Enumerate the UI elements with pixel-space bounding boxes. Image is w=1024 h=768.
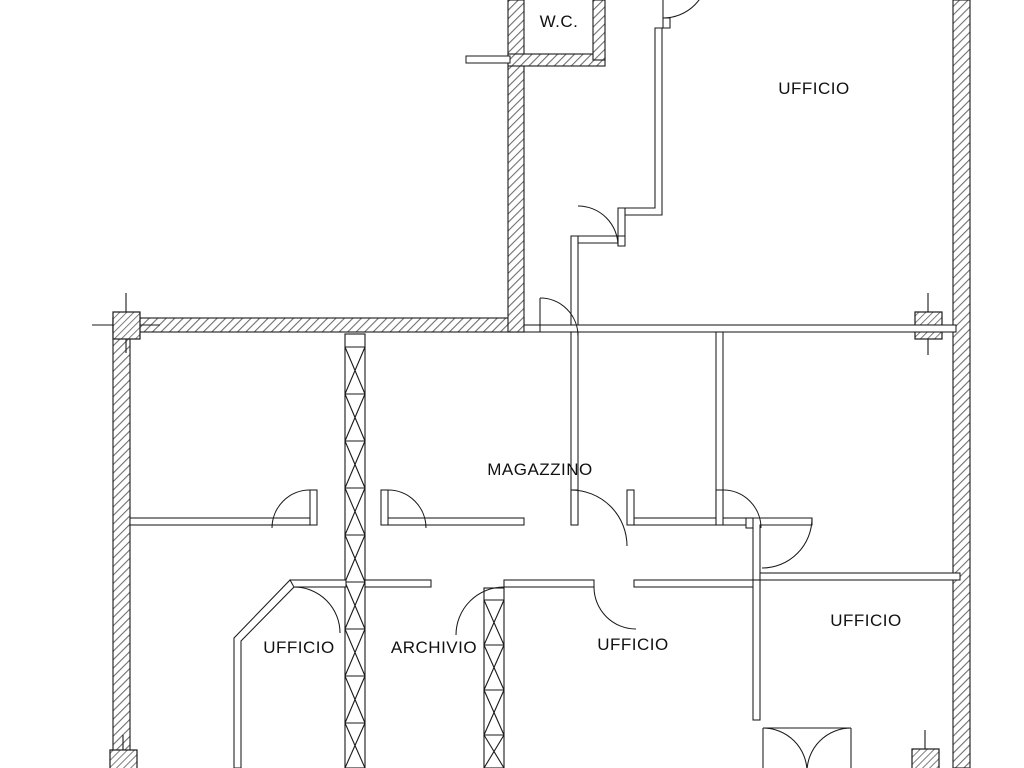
doors bbox=[271, 0, 852, 768]
door-jambs-mid bbox=[309, 489, 724, 526]
door-bottom-left-ufficio bbox=[293, 586, 341, 634]
room-label-wc: W.C. bbox=[540, 12, 579, 31]
door-double-bottom-right bbox=[762, 727, 852, 768]
door-upper-right bbox=[577, 205, 619, 247]
wall-bottom-center-right bbox=[752, 579, 761, 721]
column-bottom-right bbox=[911, 730, 940, 768]
wall-wc-enclosure bbox=[465, 0, 606, 67]
brace-wall-b bbox=[483, 587, 505, 768]
door-magazzino-bottom bbox=[570, 489, 628, 547]
wall-bottom-band bbox=[289, 579, 761, 588]
door-right-step bbox=[761, 517, 813, 569]
wall-left-room-bottom bbox=[129, 517, 311, 526]
door-room-left-a bbox=[271, 489, 311, 529]
wall-wc-spine bbox=[507, 0, 525, 333]
wall-main-horizontal bbox=[112, 317, 525, 333]
wall-magazzino-bottom-right bbox=[633, 517, 754, 526]
wall-mid-room-bottom bbox=[387, 517, 525, 526]
door-room-right-mid bbox=[722, 489, 762, 529]
column-bottom-left bbox=[109, 735, 138, 768]
room-label-ufficio-bottom-right: UFFICIO bbox=[830, 611, 902, 630]
room-labels: W.C. UFFICIO MAGAZZINO UFFICIO ARCHIVIO … bbox=[263, 12, 902, 657]
column-top-left bbox=[92, 293, 160, 353]
wall-left-exterior bbox=[112, 317, 131, 768]
thin-partition-walls bbox=[129, 17, 961, 768]
room-label-ufficio-bottom-left: UFFICIO bbox=[263, 638, 335, 657]
braced-partition-walls bbox=[344, 333, 505, 768]
room-label-archivio: ARCHIVIO bbox=[391, 638, 477, 657]
room-label-ufficio-bottom-center: UFFICIO bbox=[597, 635, 669, 654]
wall-upper-right-stepped bbox=[570, 17, 671, 333]
wall-right-exterior bbox=[952, 0, 971, 768]
brace-wall-a bbox=[344, 333, 366, 768]
door-room-left-b bbox=[387, 489, 427, 529]
door-magazzino-top-left bbox=[539, 297, 579, 337]
room-label-magazzino: MAGAZZINO bbox=[487, 460, 593, 479]
door-bottom-center-ufficio bbox=[593, 586, 637, 630]
wall-magazzino-top bbox=[523, 324, 957, 333]
door-wc-area bbox=[662, 0, 700, 19]
door-archivio bbox=[455, 586, 505, 636]
room-label-ufficio-top-right: UFFICIO bbox=[778, 79, 850, 98]
wall-reveal-stubs bbox=[745, 517, 754, 529]
